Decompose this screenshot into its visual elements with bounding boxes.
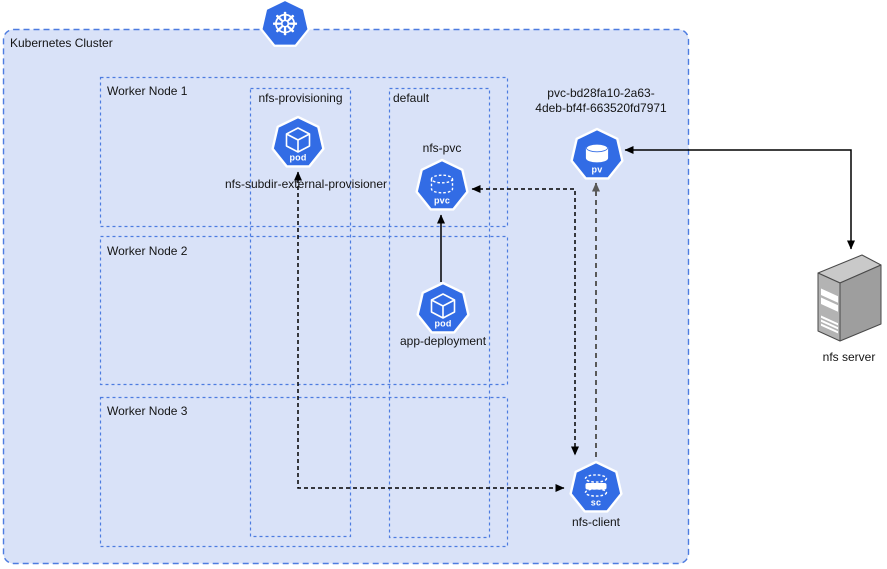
svg-text:sc: sc (591, 498, 601, 508)
worker-node-2-label: Worker Node 2 (107, 244, 188, 258)
storage-class-label: nfs-client (571, 515, 621, 529)
svg-text:☸: ☸ (271, 7, 299, 43)
pod-icon: pod (416, 281, 470, 334)
pv-icon: pv (570, 127, 624, 180)
persistent-volume-label-line2: 4deb-bf4f-663520fd7971 (535, 101, 667, 115)
svg-text:pod: pod (434, 319, 451, 329)
provisioner-pod-label: nfs-subdir-external-provisioner (224, 177, 388, 191)
pvc-icon: pvc (415, 158, 469, 211)
worker-node-3-label: Worker Node 3 (107, 404, 188, 418)
worker-node-1-box (99, 76, 509, 228)
persistent-volume-label: pvc-bd28fa10-2a63- 4deb-bf4f-663520fd797… (517, 86, 685, 116)
edge-pv-to-nfs-server (624, 146, 855, 250)
svg-text:pv: pv (592, 165, 603, 175)
worker-node-1-label: Worker Node 1 (107, 84, 188, 98)
namespace-default-label: default (393, 91, 430, 105)
persistent-volume-label-line1: pvc-bd28fa10-2a63- (547, 86, 655, 100)
nfs-server-label: nfs server (822, 350, 876, 364)
pod-icon: pod (271, 115, 325, 168)
edge-pvc-to-storage-class (471, 185, 579, 456)
namespace-nfs-provisioning-label: nfs-provisioning (258, 91, 343, 105)
storage-class-icon: sc (569, 460, 623, 513)
kubernetes-logo-icon: ☸ (260, 0, 310, 47)
cluster-label: Kubernetes Cluster (10, 36, 113, 50)
server-icon (817, 254, 882, 342)
edge-provisioner-pod-to-storage-class (294, 171, 565, 492)
svg-text:pvc: pvc (434, 196, 450, 206)
nfs-pvc-label: nfs-pvc (422, 141, 462, 155)
app-deployment-label: app-deployment (399, 334, 487, 348)
svg-text:pod: pod (289, 153, 306, 163)
